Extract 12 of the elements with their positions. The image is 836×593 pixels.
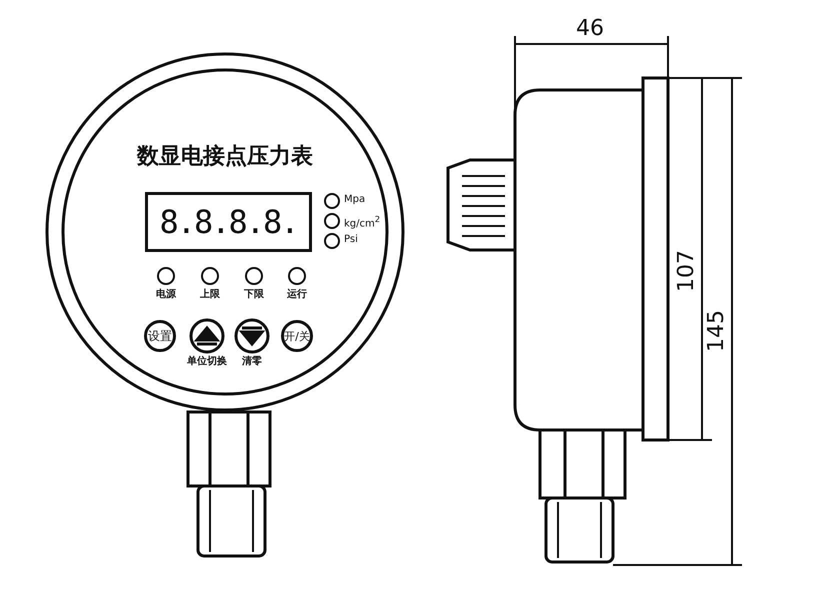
indicator-label: 运行 — [287, 290, 307, 300]
dimension-value: 46 — [576, 18, 604, 40]
gauge-title: 数显电接点压力表 — [137, 146, 313, 168]
unit-label: kg/cm$^{2}$ — [344, 215, 380, 230]
button-label: 单位切换 — [187, 357, 227, 367]
indicator-label: 电源 — [156, 290, 176, 300]
unit-label: Mpa — [344, 195, 366, 205]
indicator-label: 下限 — [244, 290, 264, 300]
indicator-label: 上限 — [200, 290, 220, 300]
digital-display: 8.8.8.8. — [145, 192, 312, 252]
button-label: 清零 — [242, 357, 262, 367]
unit-label: Psi — [344, 235, 358, 245]
